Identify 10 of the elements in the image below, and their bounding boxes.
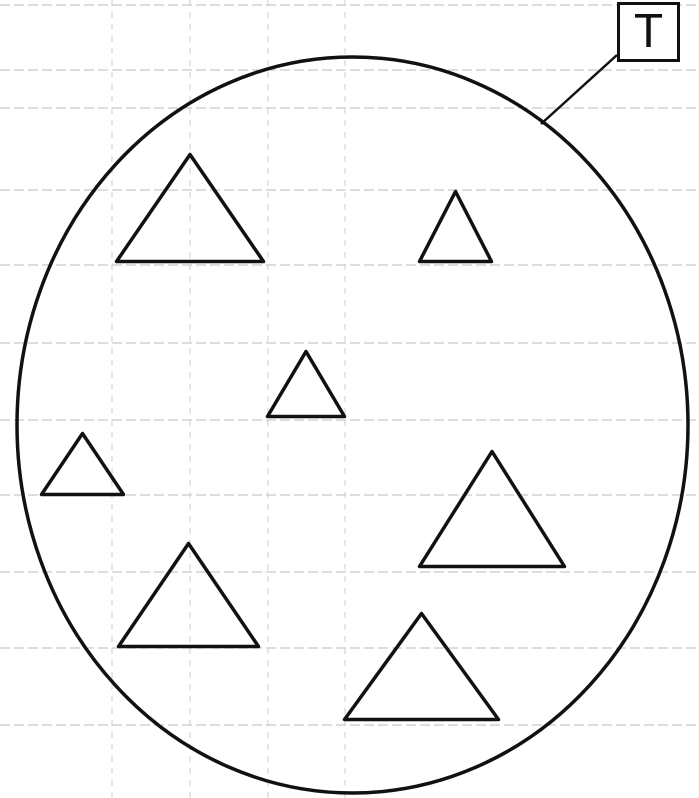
triangle-shape bbox=[418, 190, 493, 263]
triangle-shape bbox=[117, 542, 260, 648]
leader-line bbox=[540, 54, 618, 125]
triangle-shape bbox=[115, 153, 265, 263]
triangle-shape bbox=[40, 432, 125, 496]
tag-box: T bbox=[617, 2, 680, 62]
triangle-shape bbox=[266, 350, 346, 418]
triangle-shape bbox=[343, 612, 500, 721]
triangle-shape bbox=[418, 450, 566, 568]
circle-shape bbox=[15, 55, 690, 795]
